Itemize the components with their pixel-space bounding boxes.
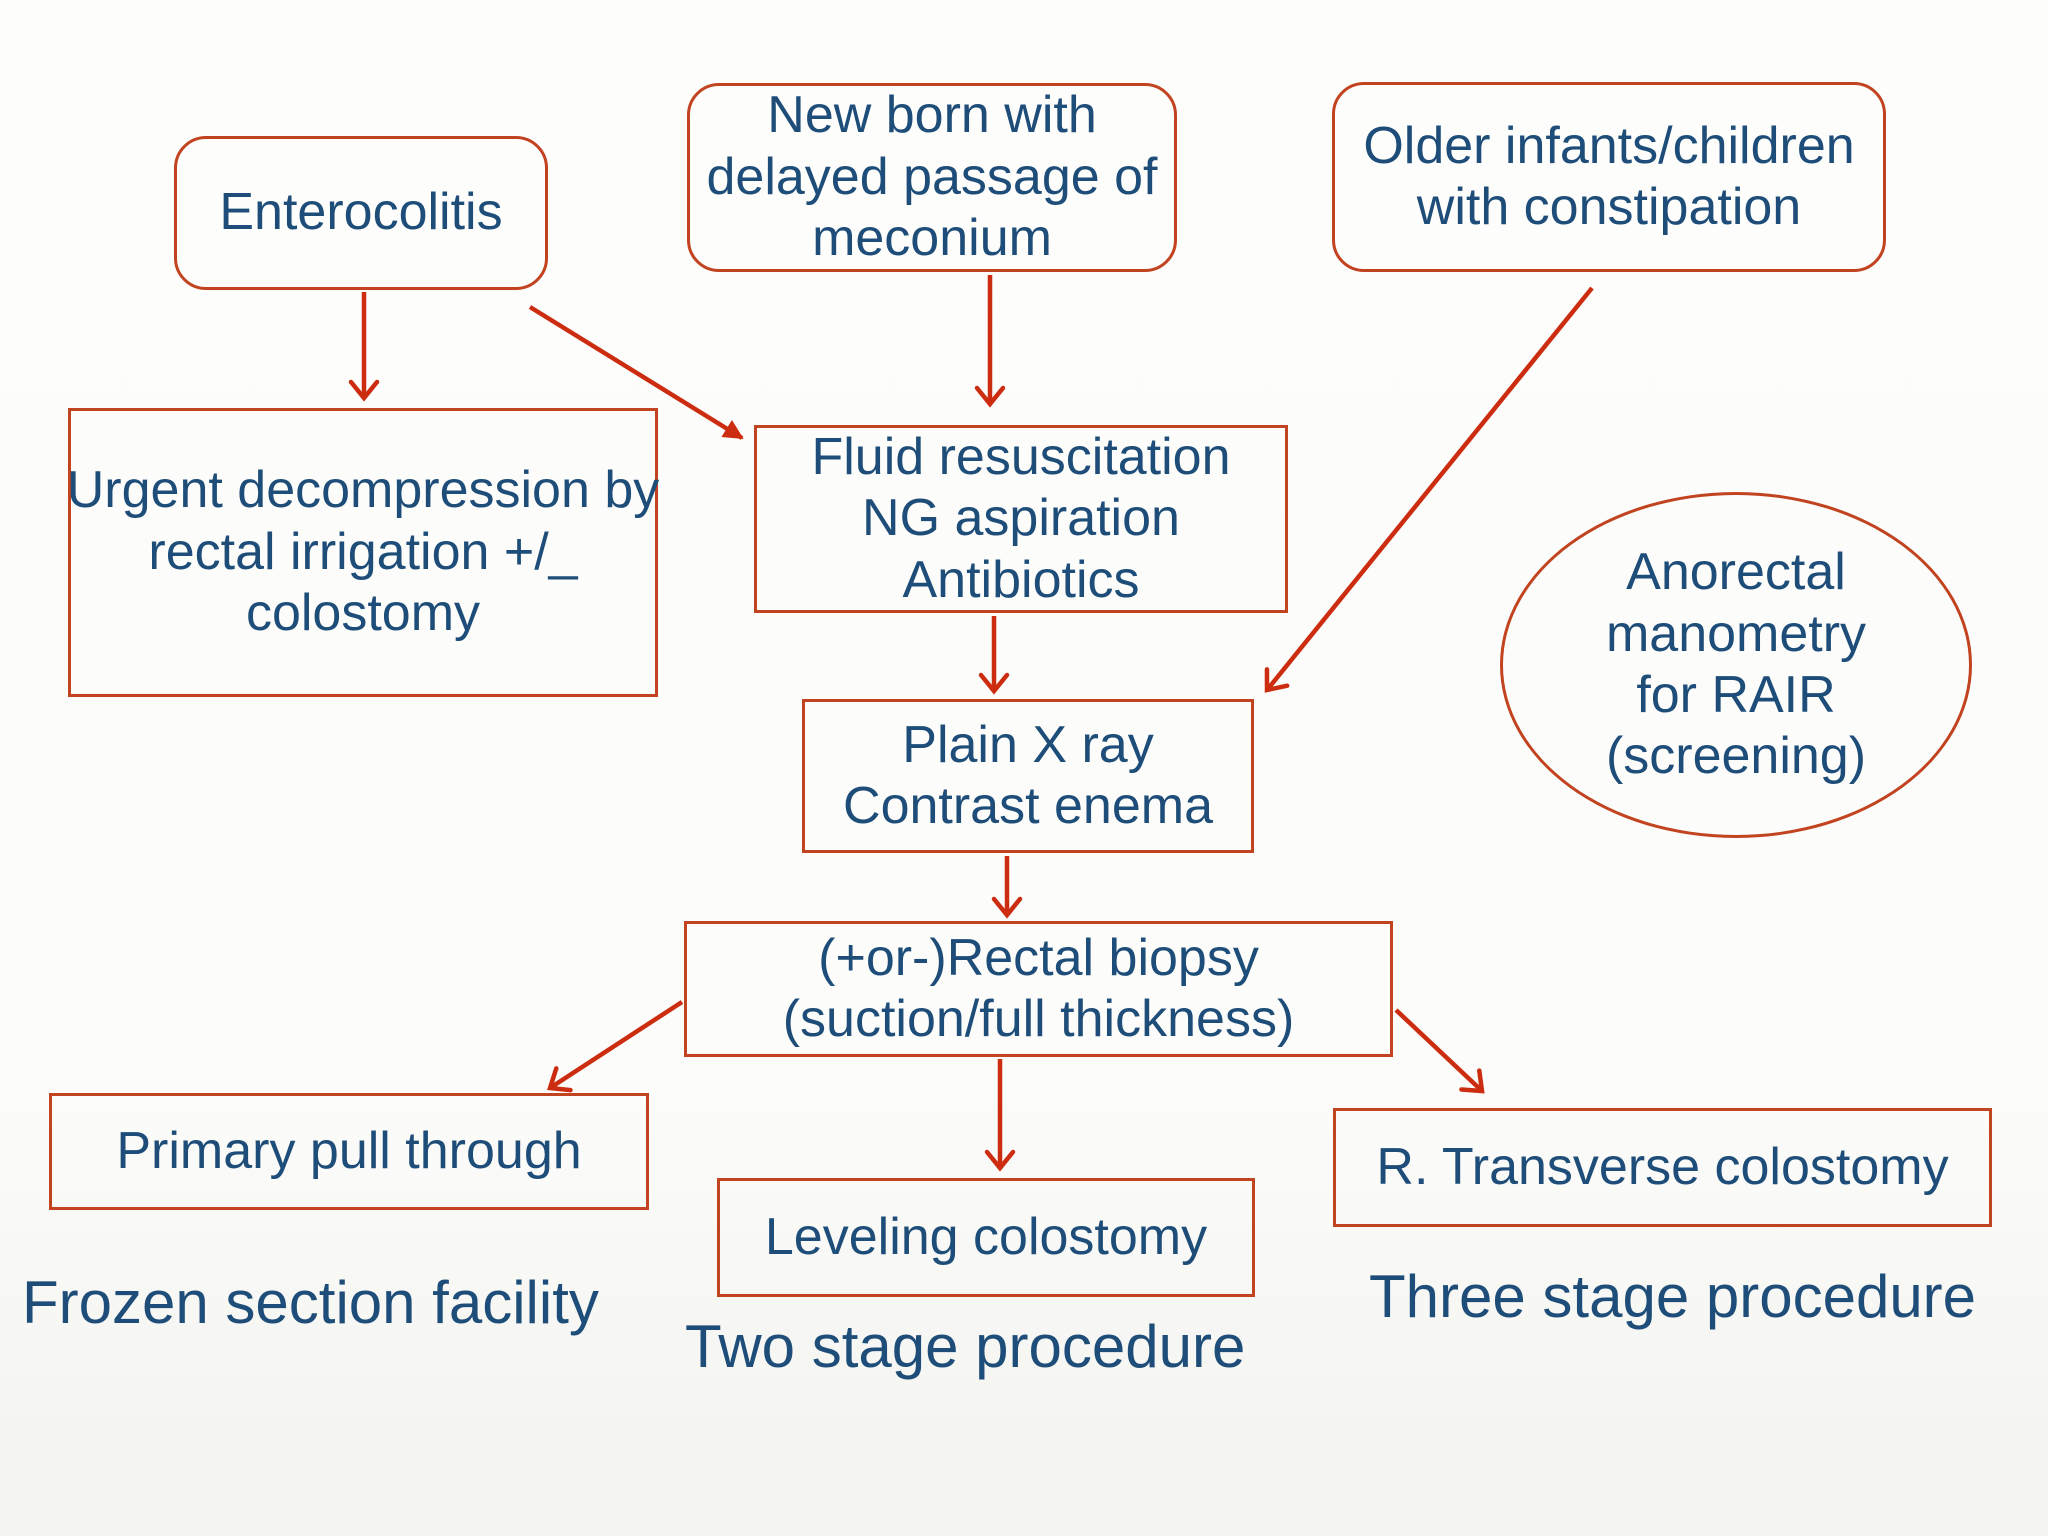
node-enterocolitis-label: Enterocolitis <box>219 183 503 242</box>
arrow-biopsy-to-primary <box>547 1000 684 1093</box>
arrow-biopsy-to-transverse <box>1394 1008 1485 1094</box>
node-primary-pull-through: Primary pull through <box>49 1093 649 1210</box>
caption-frozen-section-facility: Frozen section facility <box>22 1269 599 1336</box>
node-biopsy-line1: (+or-)Rectal biopsy <box>818 928 1259 987</box>
node-xray-line2: Contrast enema <box>843 777 1213 835</box>
node-fluid-resuscitation: Fluid resuscitation NG aspiration Antibi… <box>754 425 1288 613</box>
node-leveling-colostomy: Leveling colostomy <box>717 1178 1255 1297</box>
node-urgent-line1: Urgent decompression by <box>66 461 660 520</box>
node-manometry-line4: (screening) <box>1605 727 1867 786</box>
node-biopsy-line2: (suction/full thickness) <box>782 990 1295 1048</box>
node-newborn-line3: meconium <box>812 209 1052 268</box>
node-newborn-line2: delayed passage of <box>706 147 1158 206</box>
node-fluid-line2: NG aspiration <box>862 489 1180 548</box>
node-anorectal-manometry: Anorectal manometry for RAIR (screening) <box>1500 492 1972 838</box>
node-older-infants-constipation: Older infants/children with constipation <box>1332 82 1886 272</box>
node-fluid-line3: Antibiotics <box>902 550 1140 609</box>
node-older-line2: with constipation <box>1416 178 1802 236</box>
node-manometry-line3: for RAIR <box>1636 666 1836 724</box>
caption-three-stage-procedure: Three stage procedure <box>1369 1263 1977 1330</box>
node-fluid-line1: Fluid resuscitation <box>811 427 1231 486</box>
node-primary-label: Primary pull through <box>116 1121 582 1180</box>
node-manometry-line1: Anorectal <box>1626 543 1846 602</box>
node-older-line1: Older infants/children <box>1363 116 1855 175</box>
node-rectal-biopsy: (+or-)Rectal biopsy (suction/full thickn… <box>684 921 1393 1057</box>
node-urgent-line2: rectal irrigation +/_ <box>148 522 578 581</box>
node-manometry-line2: manometry <box>1605 604 1867 663</box>
node-urgent-line3: colostomy <box>245 584 481 643</box>
node-leveling-label: Leveling colostomy <box>764 1207 1208 1266</box>
node-newborn-line1: New born with <box>767 86 1097 145</box>
node-newborn-delayed-meconium: New born with delayed passage of meconiu… <box>687 83 1177 272</box>
node-r-transverse-colostomy: R. Transverse colostomy <box>1333 1108 1992 1227</box>
node-transverse-label: R. Transverse colostomy <box>1376 1137 1949 1196</box>
caption-two-stage-procedure: Two stage procedure <box>685 1313 1246 1380</box>
node-urgent-decompression: Urgent decompression by rectal irrigatio… <box>66 408 660 697</box>
node-plain-xray-contrast-enema: Plain X ray Contrast enema <box>802 699 1254 853</box>
node-xray-line1: Plain X ray <box>902 715 1154 774</box>
node-enterocolitis: Enterocolitis <box>174 136 548 290</box>
